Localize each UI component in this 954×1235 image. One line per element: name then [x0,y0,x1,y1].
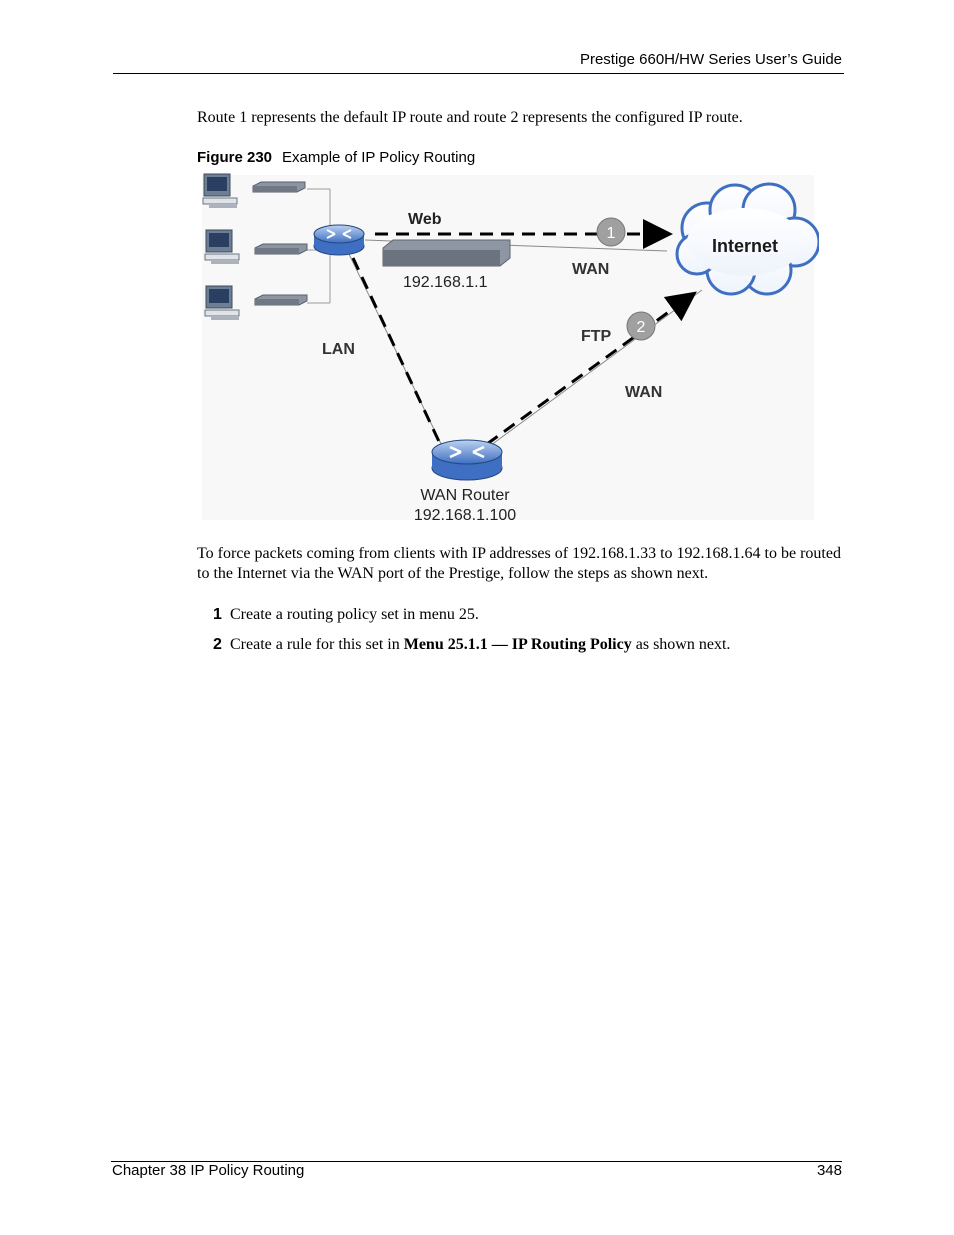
network-diagram: 1 2 Web WAN 192.168.1.1 Internet LAN FTP… [197,170,819,522]
lan-label: LAN [322,341,355,358]
footer-chapter: Chapter 38 IP Policy Routing [112,1162,305,1179]
footer-rule [111,1161,842,1162]
step-number: 2 [213,636,222,653]
step-item: 1 Create a routing policy set in menu 25. [213,605,479,625]
step-text-suffix: as shown next. [631,636,731,653]
prestige-ip-label: 192.168.1.1 [403,274,488,291]
menu-reference: Menu 25.1.1 — IP Routing Policy [403,636,632,653]
route-1-number: 1 [607,225,616,242]
hub-icon [254,243,308,255]
intro-paragraph: Route 1 represents the default IP route … [197,109,743,126]
step-item: 2 Create a rule for this set in Menu 25.1… [213,635,730,655]
figure-number: Figure 230 [197,149,273,166]
ftp-label: FTP [581,328,612,345]
pc-icon [204,229,240,264]
figure-caption-text: Example of IP Policy Routing [282,149,476,166]
lan-dashed-path [351,257,444,449]
hub-icon [252,181,306,193]
pc-icon [202,173,238,208]
pc-icon [204,285,240,320]
route-2-path [486,291,697,446]
wan-router-ip-label: 192.168.1.100 [414,507,516,522]
route-2-number: 2 [637,319,646,336]
running-header: Prestige 660H/HW Series User’s Guide [579,51,842,68]
step-text-prefix: Create a rule for this set in [230,636,404,653]
wan-router-label: WAN Router [420,487,510,504]
internet-label: Internet [712,236,778,256]
prestige-device [382,239,511,267]
router-icon [313,224,365,256]
step-number: 1 [213,606,222,623]
page-number: 348 [816,1162,842,1179]
route-2-badge: 2 [626,311,656,341]
wan-router-icon [431,439,503,481]
wan-bottom-label: WAN [625,384,662,401]
web-label: Web [408,211,442,228]
step-text: Create a routing policy set in menu 25. [230,606,479,623]
internet-cloud-icon [675,182,819,296]
route-1-badge: 1 [596,217,626,247]
wan-top-label: WAN [572,261,609,278]
header-rule [113,73,844,74]
hub-icon [254,294,308,306]
body-paragraph: To force packets coming from clients wit… [197,545,841,582]
figure-caption: Figure 230 Example of IP Policy Routing [197,149,475,166]
